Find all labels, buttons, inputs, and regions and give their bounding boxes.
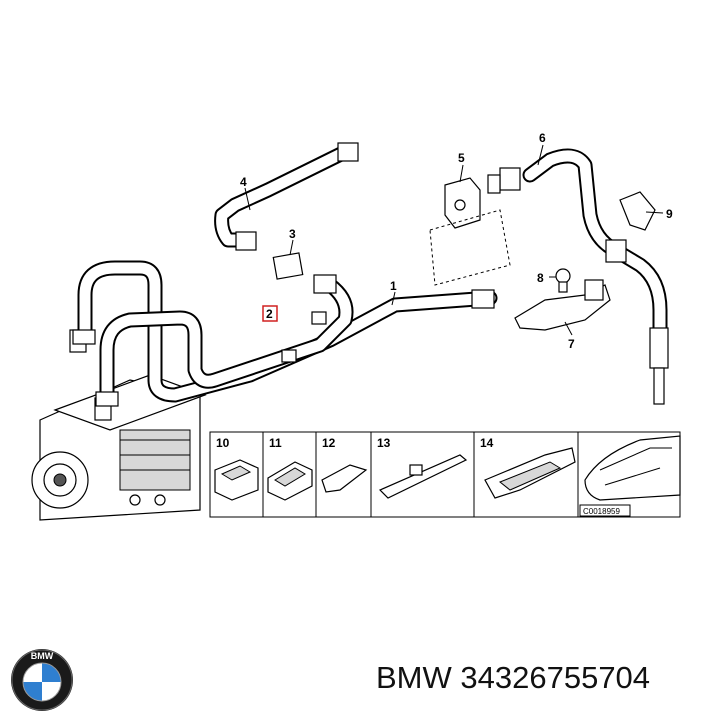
bmw-logo: BMW xyxy=(11,649,73,711)
callout-5: 5 xyxy=(458,151,465,165)
bolt-8 xyxy=(555,268,571,293)
brand-name: BMW xyxy=(376,660,452,695)
clip-9 xyxy=(619,191,656,231)
diagram-code: C0018959 xyxy=(583,507,620,516)
part-number: 34326755704 xyxy=(460,660,651,695)
leader-lines xyxy=(244,144,664,336)
parts-strip: 10 11 12 13 14 C0018959 xyxy=(209,431,681,518)
callout-2-highlight-box xyxy=(262,305,278,322)
strip-label-14: 14 xyxy=(480,436,494,450)
strip-label-10: 10 xyxy=(216,436,230,450)
part-title: BMW 34326755704 xyxy=(376,660,650,696)
callout-8: 8 xyxy=(537,271,544,285)
bracket-5 xyxy=(429,177,511,286)
clip-10-drawing xyxy=(214,459,259,501)
bracket-13-drawing xyxy=(378,454,468,499)
strip-label-11: 11 xyxy=(269,436,282,450)
brake-pipes xyxy=(77,144,668,403)
callout-9: 9 xyxy=(666,207,673,221)
strip-label-13: 13 xyxy=(377,436,391,450)
strip-label-12: 12 xyxy=(322,436,336,450)
clip-12-drawing xyxy=(321,464,368,493)
callout-4: 4 xyxy=(240,175,247,189)
fittings xyxy=(72,142,669,407)
abs-hydraulic-unit xyxy=(31,329,207,521)
callout-3: 3 xyxy=(289,227,296,241)
bracket-7 xyxy=(514,279,611,331)
clip-14-drawing xyxy=(484,447,576,499)
clip-11-drawing xyxy=(267,461,313,501)
callout-6: 6 xyxy=(539,131,546,145)
bmw-logo-letters: BMW xyxy=(31,651,54,661)
callout-2: 2 xyxy=(266,307,273,321)
callout-7: 7 xyxy=(568,337,575,351)
car-silhouette xyxy=(584,435,681,501)
callout-1: 1 xyxy=(390,279,397,293)
